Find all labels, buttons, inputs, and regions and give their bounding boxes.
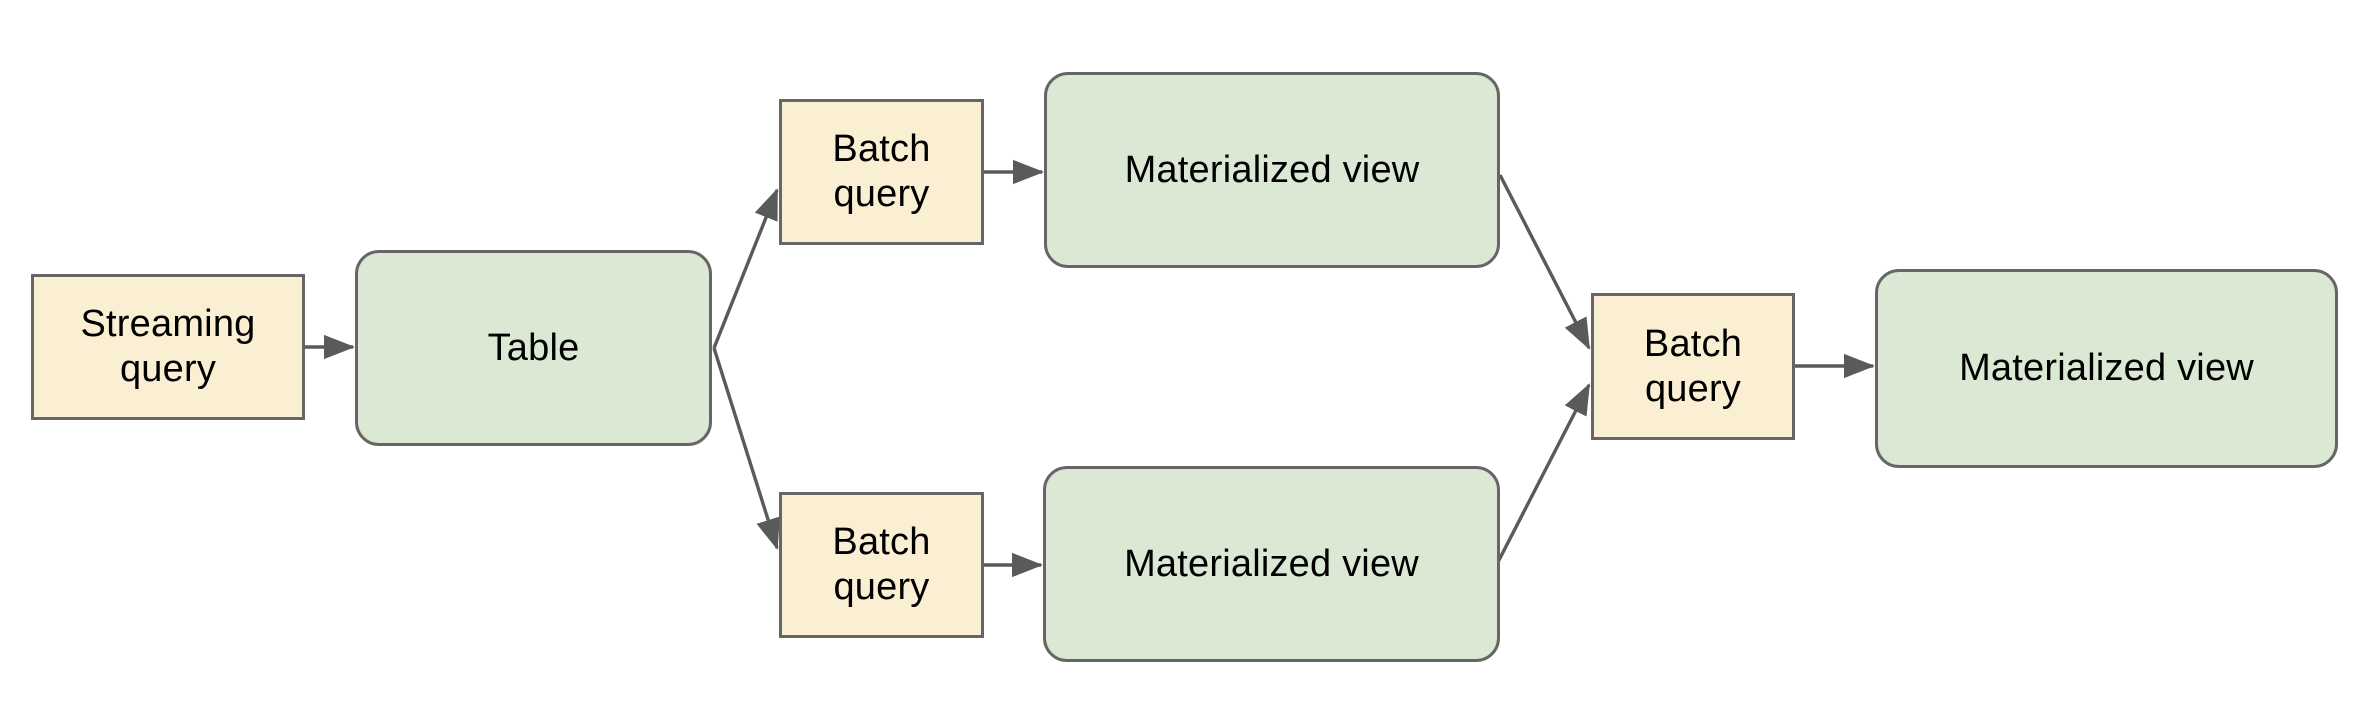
node-streaming-query[interactable]: Streaming query	[31, 274, 305, 420]
edge-table-to-batch-top	[712, 188, 779, 349]
node-table[interactable]: Table	[355, 250, 712, 446]
node-materialized-view-bottom[interactable]: Materialized view	[1043, 466, 1500, 662]
node-materialized-view-final[interactable]: Materialized view	[1875, 269, 2338, 468]
node-batch-query-top[interactable]: Batch query	[779, 99, 984, 245]
node-label-materialized-view-bottom: Materialized view	[1124, 542, 1419, 585]
node-batch-query-merge[interactable]: Batch query	[1591, 293, 1795, 440]
node-materialized-view-top[interactable]: Materialized view	[1044, 72, 1500, 268]
node-label-materialized-view-final: Materialized view	[1959, 347, 2254, 390]
node-label-materialized-view-top: Materialized view	[1124, 148, 1420, 191]
node-batch-query-bottom[interactable]: Batch query	[779, 492, 984, 638]
edge-table-to-batch-bottom	[712, 347, 780, 550]
edge-mv-bottom-to-batch-merge	[1496, 383, 1591, 563]
edge-mv-top-to-batch-merge	[1498, 174, 1591, 350]
node-label-batch-query-bottom: Batch query	[832, 521, 931, 608]
node-label-batch-query-merge: Batch query	[1643, 322, 1743, 410]
node-label-batch-query-top: Batch query	[832, 128, 931, 215]
node-label-streaming-query: Streaming query	[80, 303, 256, 390]
node-label-table: Table	[487, 326, 580, 369]
